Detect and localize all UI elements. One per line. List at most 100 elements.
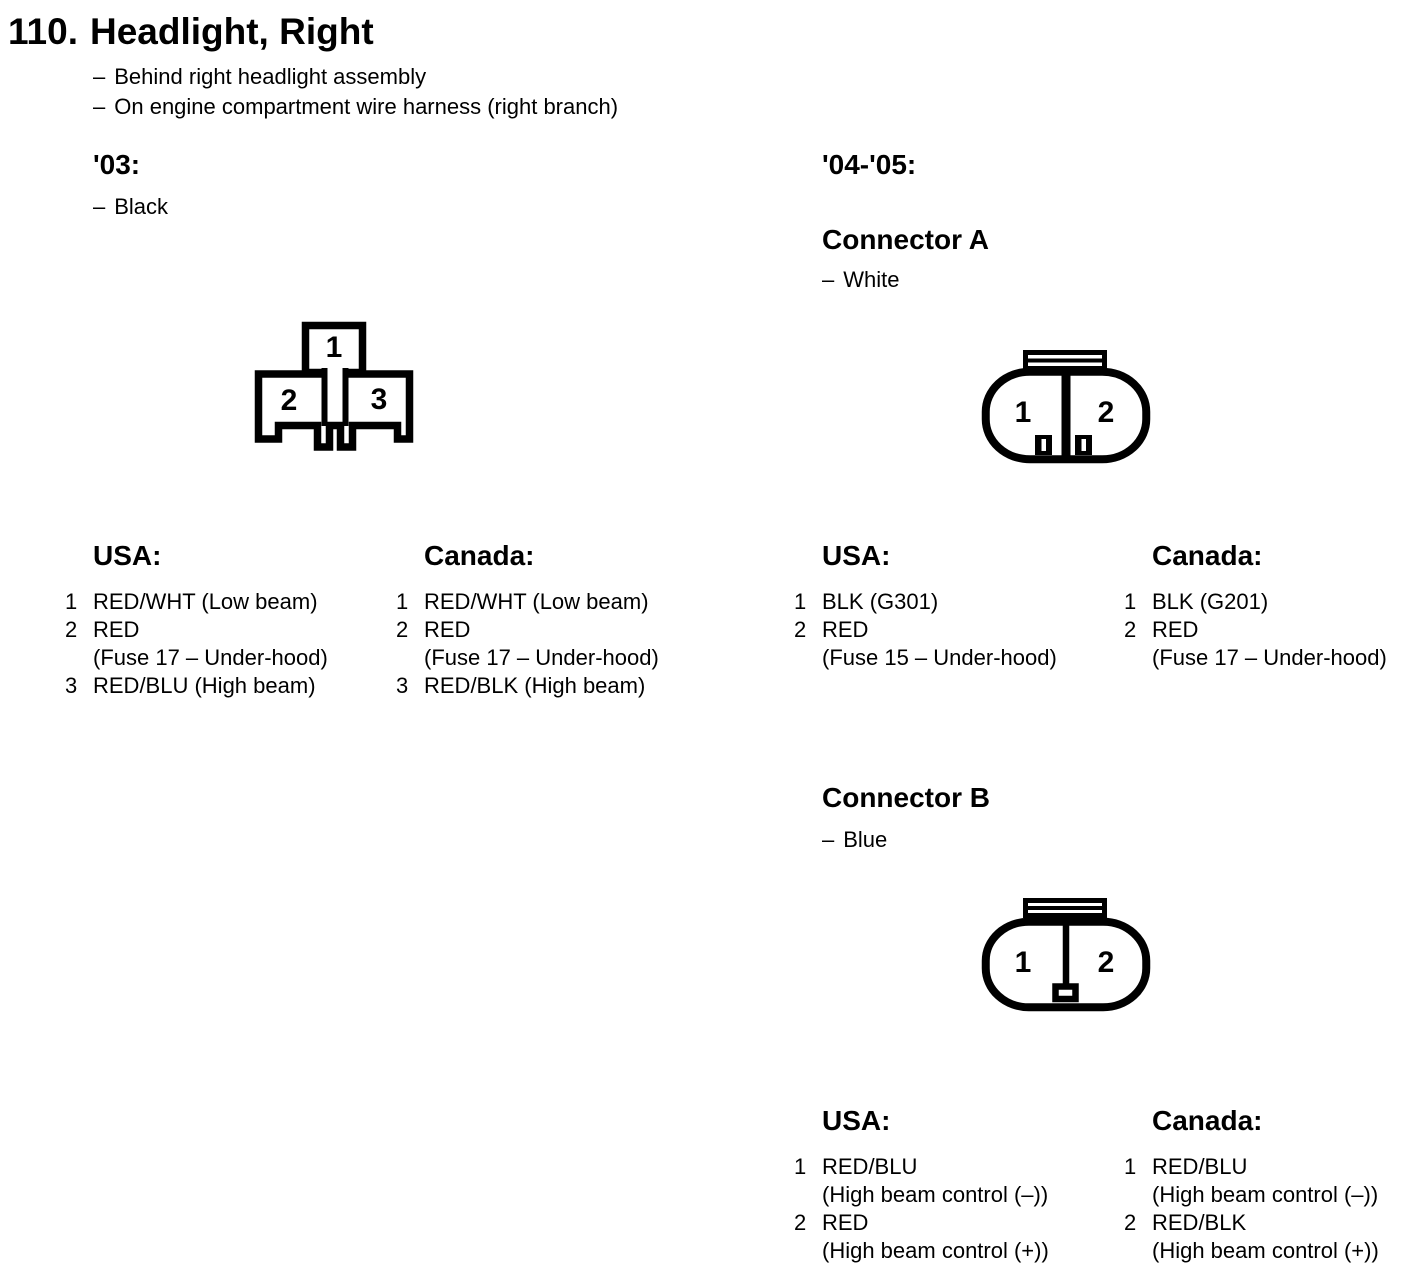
wire-label: RED (93, 617, 140, 642)
pin-index: 1 (1124, 1154, 1137, 1179)
page-title: Headlight, Right (90, 11, 374, 52)
pin-number: 3 (371, 383, 388, 416)
pin-index: 2 (794, 617, 807, 642)
pin-row: 2 RED (794, 616, 1057, 644)
location-bullet: –On engine compartment wire harness (rig… (93, 94, 618, 120)
year-heading-0405: '04-'05: (822, 149, 917, 180)
pin-index: 2 (794, 1210, 807, 1235)
wire-label: RED/BLU (822, 1154, 918, 1179)
pin-row-continuation: (High beam control (–)) (1124, 1181, 1379, 1209)
wire-label: BLK (G301) (822, 589, 939, 614)
key-tab-left-slit (1041, 439, 1046, 451)
dash: – (93, 194, 106, 219)
pin-index: 3 (396, 673, 409, 698)
connector-a-heading: Connector A (822, 224, 989, 255)
pin-index: 1 (794, 1154, 807, 1179)
connector-03-diagram: 1 2 3 (254, 321, 414, 451)
pin-index: 3 (65, 673, 78, 698)
wire-sublabel: (High beam control (+)) (1152, 1238, 1379, 1263)
dash: – (822, 267, 835, 292)
connector-color: White (843, 267, 900, 292)
connector-color-note: –Black (93, 194, 168, 220)
pin-index: 1 (65, 589, 78, 614)
wire-label: RED (424, 617, 471, 642)
pin-number: 2 (281, 384, 298, 417)
pin-index: 1 (794, 589, 807, 614)
column-heading: Canada: (424, 540, 535, 571)
pin-list: 1 RED/BLU (High beam control (–)) 2 RED (H… (794, 1153, 1049, 1265)
column-heading: USA: (93, 540, 162, 571)
dash: – (93, 94, 106, 119)
wire-label: RED/WHT (Low beam) (93, 589, 318, 614)
pin-list: 1 BLK (G301) 2 RED (Fuse 15 – Under-hood) (794, 588, 1057, 672)
pin-index: 1 (396, 589, 409, 614)
wire-label: RED/BLU (1152, 1154, 1248, 1179)
pin-index: 2 (1124, 617, 1137, 642)
wire-sublabel: (High beam control (–)) (1152, 1182, 1379, 1207)
wire-label: RED/WHT (Low beam) (424, 589, 649, 614)
pin-row-continuation: (Fuse 17 – Under-hood) (65, 644, 328, 672)
column-heading: USA: (822, 540, 891, 571)
year-heading-03: '03: (93, 149, 141, 180)
pin-row-continuation: (Fuse 17 – Under-hood) (396, 644, 659, 672)
wire-label: RED/BLK (High beam) (424, 673, 646, 698)
connector-b-diagram: 1 2 (981, 898, 1151, 1012)
connector-color: Black (114, 194, 169, 219)
wire-label: RED (1152, 617, 1199, 642)
dash: – (822, 827, 835, 852)
pin-row-continuation: (High beam control (+)) (1124, 1237, 1379, 1265)
wire-label: RED (822, 1210, 869, 1235)
wire-sublabel: (Fuse 17 – Under-hood) (424, 645, 659, 670)
pin-row: 2 RED (1124, 616, 1387, 644)
pin-index: 1 (1124, 589, 1137, 614)
column-heading: Canada: (1152, 540, 1263, 571)
connector-03-body (254, 370, 414, 451)
location-bullet: –Behind right headlight assembly (93, 64, 426, 90)
pin-number: 1 (1015, 396, 1032, 429)
location-bullet-text: On engine compartment wire harness (righ… (114, 94, 619, 119)
pin-row-continuation: (High beam control (+)) (794, 1237, 1049, 1265)
column-heading: USA: (822, 1105, 891, 1136)
pin-index: 2 (1124, 1210, 1137, 1235)
pin-row-continuation: (Fuse 15 – Under-hood) (794, 644, 1057, 672)
wire-sublabel: (High beam control (+)) (822, 1238, 1049, 1263)
pin-row-continuation: (High beam control (–)) (794, 1181, 1049, 1209)
wire-label: RED (822, 617, 869, 642)
location-bullet-text: Behind right headlight assembly (114, 64, 427, 89)
pin-list: 1 RED/BLU (High beam control (–)) 2 RED/BL… (1124, 1153, 1379, 1265)
pin-row: 1 RED/BLU (1124, 1153, 1379, 1181)
section-number: 110. (8, 11, 78, 52)
pinout-connector-a-usa: USA: 1 BLK (G301) 2 RED (Fuse 15 – Under-h… (794, 541, 1057, 672)
pin-row: 3 RED/BLK (High beam) (396, 672, 659, 700)
pin-row: 2 RED (794, 1209, 1049, 1237)
dash: – (93, 64, 106, 89)
connector-a-diagram: 1 2 (981, 350, 1151, 464)
pin-row: 1 RED/WHT (Low beam) (396, 588, 659, 616)
wire-sublabel: (Fuse 17 – Under-hood) (93, 645, 328, 670)
pin-row: 1 BLK (G301) (794, 588, 1057, 616)
key-tab-right-slit (1081, 439, 1086, 451)
connector-color: Blue (843, 827, 888, 852)
pin-row: 1 RED/BLU (794, 1153, 1049, 1181)
column-heading: Canada: (1152, 1105, 1263, 1136)
pin-row: 1 RED/WHT (Low beam) (65, 588, 328, 616)
wire-sublabel: (Fuse 17 – Under-hood) (1152, 645, 1387, 670)
wire-label: RED/BLK (1152, 1210, 1247, 1235)
connector-color-note: –Blue (822, 827, 887, 853)
pin-number: 1 (1015, 946, 1032, 979)
pin-number: 2 (1098, 396, 1115, 429)
pin-number: 1 (326, 331, 343, 364)
wire-sublabel: (Fuse 15 – Under-hood) (822, 645, 1057, 670)
key-box (1052, 983, 1079, 1003)
